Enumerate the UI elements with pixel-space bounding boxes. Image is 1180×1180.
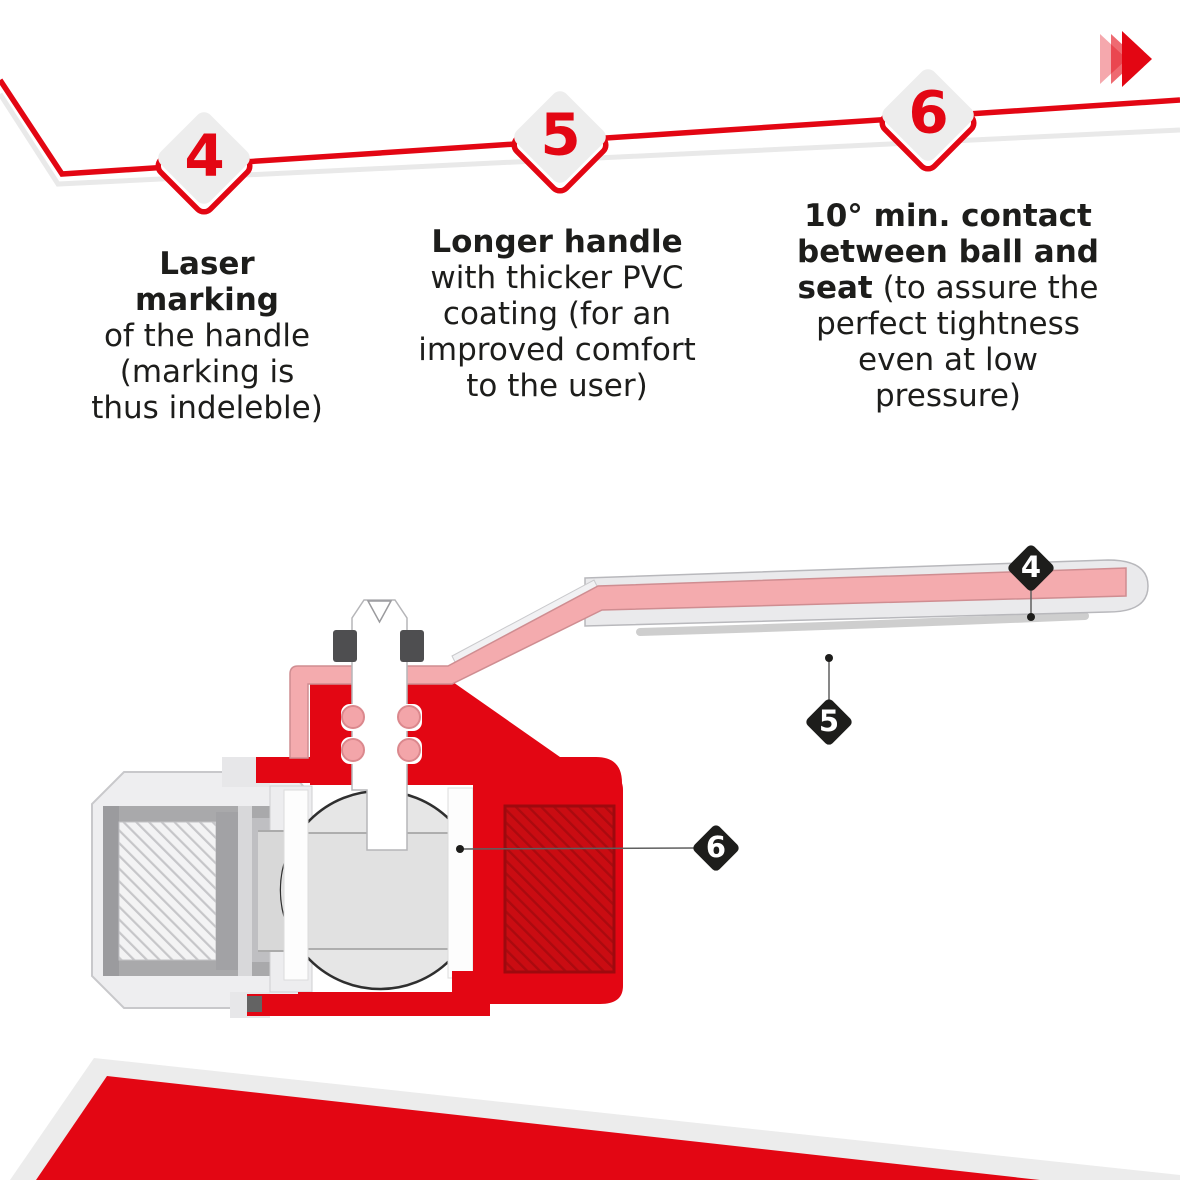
callout-6 [456,825,739,871]
valve-right-thread-hatch [503,804,616,974]
feature-6-body-line: perfect tightness [816,306,1080,342]
feature-6-title-line: 10° min. contact [804,198,1092,234]
feature-4-body-line: of the handle [103,318,311,354]
callout-5 [806,654,852,745]
feature-6-body-line: pressure) [875,378,1021,414]
feature-5-body-line: with thicker PVC [430,260,684,296]
callout-number-6: 6 [705,829,727,864]
step-diamond-5 [511,91,609,194]
feature-6-mixed-bold: seat [797,270,873,306]
valve-seat-left [283,789,309,981]
valve-seat-right [447,787,474,979]
callout-number-4: 4 [1020,549,1042,584]
step-diamond-6 [879,69,977,172]
callout-number-5: 5 [818,703,840,738]
valve-handle-pink-coating [289,567,1127,759]
step-number-4: 4 [184,121,224,190]
valve-stem [333,599,424,851]
valve-red-body [247,678,623,1016]
feature-4-title-line: Laser [159,246,255,282]
feature-4-body-line: (marking is [119,354,295,390]
feature-text-6: 10° min. contact between ball and seat (… [783,198,1113,414]
feature-5-body-line: to the user) [466,368,648,404]
valve-ball-and-bore [258,787,481,991]
step-diamond-4 [155,112,253,215]
valve-handle [289,559,1149,759]
feature-4-body-line: thus indeleble) [91,390,323,426]
feature-5-body-line: improved comfort [418,332,696,368]
progress-line [0,78,1180,187]
feature-6-mixed-rest: (to assure the [872,270,1099,306]
feature-4-title-line: marking [134,282,279,318]
feature-text-5: Longer handle with thicker PVC coating (… [392,224,722,404]
feature-5-title-line: Longer handle [431,224,683,260]
valve-gland-nut-right [400,630,424,662]
fast-forward-icon [1100,31,1152,87]
feature-5-body-line: coating (for an [442,296,672,332]
feature-6-title-line: between ball and [797,234,1099,270]
bottom-band [10,1058,1180,1180]
feature-6-body-line: even at low [858,342,1038,378]
callout-4 [1008,545,1054,621]
feature-6-mixed-line: seat (to assure the [783,270,1113,306]
step-number-6: 6 [908,78,948,147]
step-number-5: 5 [540,100,580,169]
valve-o-rings [341,704,422,764]
valve-gland-nut-left [333,630,357,662]
feature-text-4: Laser marking of the handle (marking is … [57,246,357,426]
